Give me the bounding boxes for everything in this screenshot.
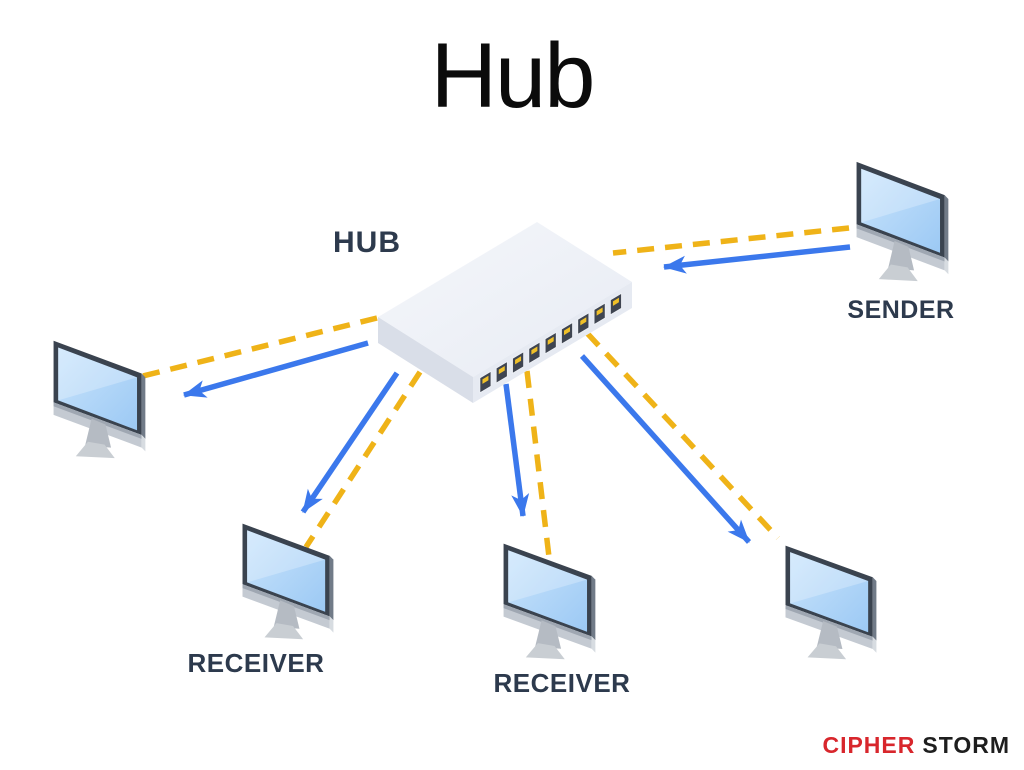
brand-word-cipher: CIPHER: [822, 732, 916, 758]
cable-hub-to-receiver-bottom-center: [524, 370, 552, 558]
hub-device-icon: [373, 218, 635, 408]
left-peer-computer-icon: [48, 335, 150, 462]
brand-word-storm: STORM: [922, 732, 1010, 758]
arrow-hub-to-right-peer: [579, 354, 752, 544]
cable-hub-to-right-peer: [584, 331, 781, 540]
arrow-hub-to-receiver-bottom-left: [300, 371, 400, 514]
sender-label: SENDER: [847, 296, 955, 324]
arrow-hub-to-receiver-bottom-center: [503, 383, 530, 517]
receiver-bottom-left-computer-icon: [237, 518, 338, 643]
cable-sender-to-hub: [612, 225, 850, 256]
receiver-bottom-center-computer-icon: [498, 538, 600, 663]
hub-label: HUB: [333, 226, 401, 259]
cable-hub-to-receiver-bottom-left: [303, 370, 423, 549]
page-title: Hub: [430, 25, 596, 127]
receiver-bottom-left-label: RECEIVER: [187, 648, 325, 678]
right-peer-computer-icon: [780, 540, 881, 663]
arrow-sender-to-hub: [663, 244, 851, 274]
cable-hub-to-left-peer: [142, 315, 378, 379]
sender-computer-icon: [851, 156, 953, 285]
receiver-bottom-center-label: RECEIVER: [493, 668, 631, 698]
arrow-hub-to-left-peer: [183, 340, 369, 398]
